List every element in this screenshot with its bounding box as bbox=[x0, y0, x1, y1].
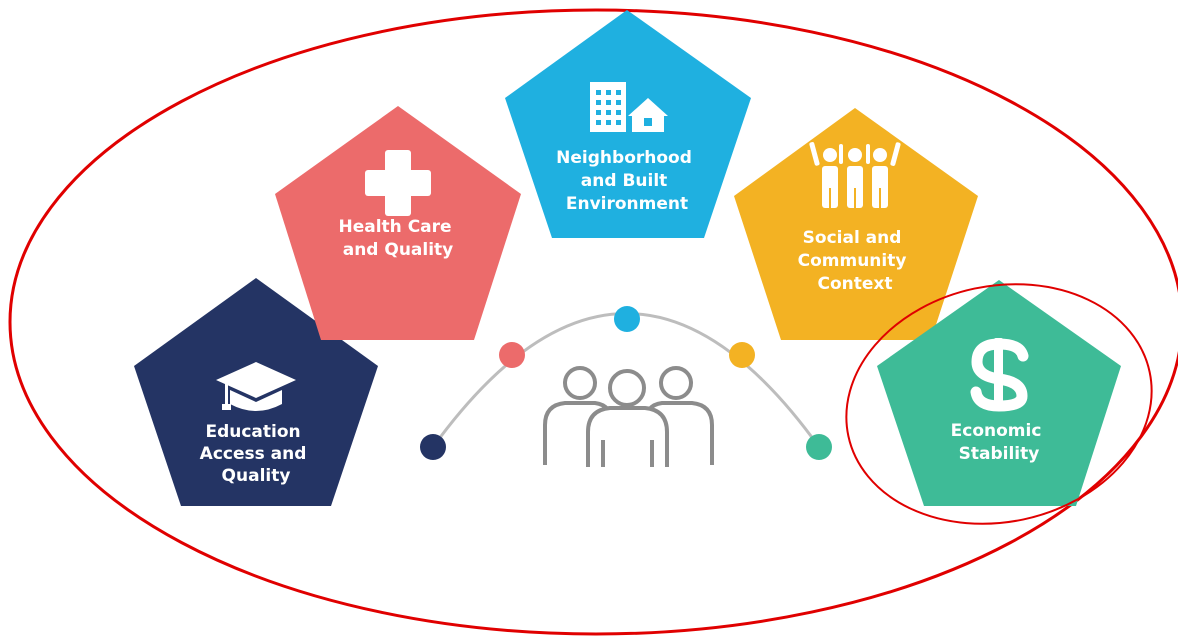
label-economic-line2: Stability bbox=[959, 444, 1040, 464]
dot-health bbox=[499, 342, 525, 368]
label-education-line1: Education bbox=[205, 422, 300, 442]
svg-text:Neighborhood and Built: Neighborhood and Built Environment bbox=[556, 148, 698, 214]
label-health-line1: Health Care bbox=[339, 217, 452, 237]
svg-text:Education Access and: Education Access and Quality bbox=[200, 422, 313, 486]
graduation-cap-icon bbox=[216, 362, 296, 411]
pentagon-social: Social and Community Context bbox=[734, 108, 978, 340]
group-of-people-icon bbox=[543, 366, 714, 467]
label-neighborhood-line2: and Built bbox=[581, 171, 668, 191]
svg-text:Social and Community: Social and Community Context bbox=[798, 228, 913, 294]
annotation-ellipse-large bbox=[8, 8, 1178, 636]
pentagon-neighborhood: Neighborhood and Built Environment bbox=[505, 10, 751, 238]
dot-economic bbox=[806, 434, 832, 460]
dot-social bbox=[729, 342, 755, 368]
pentagon-education: Education Access and Quality bbox=[134, 278, 378, 506]
dot-neighborhood bbox=[614, 306, 640, 332]
svg-text:Health Care and Quality: Health Care and Quality bbox=[339, 217, 458, 260]
label-social-line3: Context bbox=[817, 274, 892, 294]
dot-education bbox=[420, 434, 446, 460]
annotation-ellipse-economic bbox=[845, 283, 1153, 525]
community-people-icon bbox=[809, 142, 901, 208]
label-education-line2: Access and bbox=[200, 444, 307, 464]
medical-cross-icon bbox=[365, 150, 431, 216]
dollar-sign-icon bbox=[970, 338, 1029, 412]
label-neighborhood-line1: Neighborhood bbox=[556, 148, 692, 168]
pentagon-economic: Economic Stability bbox=[877, 280, 1121, 506]
label-economic-line1: Economic bbox=[951, 421, 1042, 441]
pentagon-health: Health Care and Quality bbox=[275, 106, 521, 340]
label-social-line2: Community bbox=[798, 251, 907, 271]
label-neighborhood-line3: Environment bbox=[566, 194, 688, 214]
svg-text:Economic Stability: Economic Stability bbox=[951, 421, 1048, 464]
label-education-line3: Quality bbox=[222, 466, 291, 486]
label-health-line2: and Quality bbox=[343, 240, 454, 260]
label-social-line1: Social and bbox=[803, 228, 902, 248]
building-house-icon bbox=[590, 82, 668, 132]
